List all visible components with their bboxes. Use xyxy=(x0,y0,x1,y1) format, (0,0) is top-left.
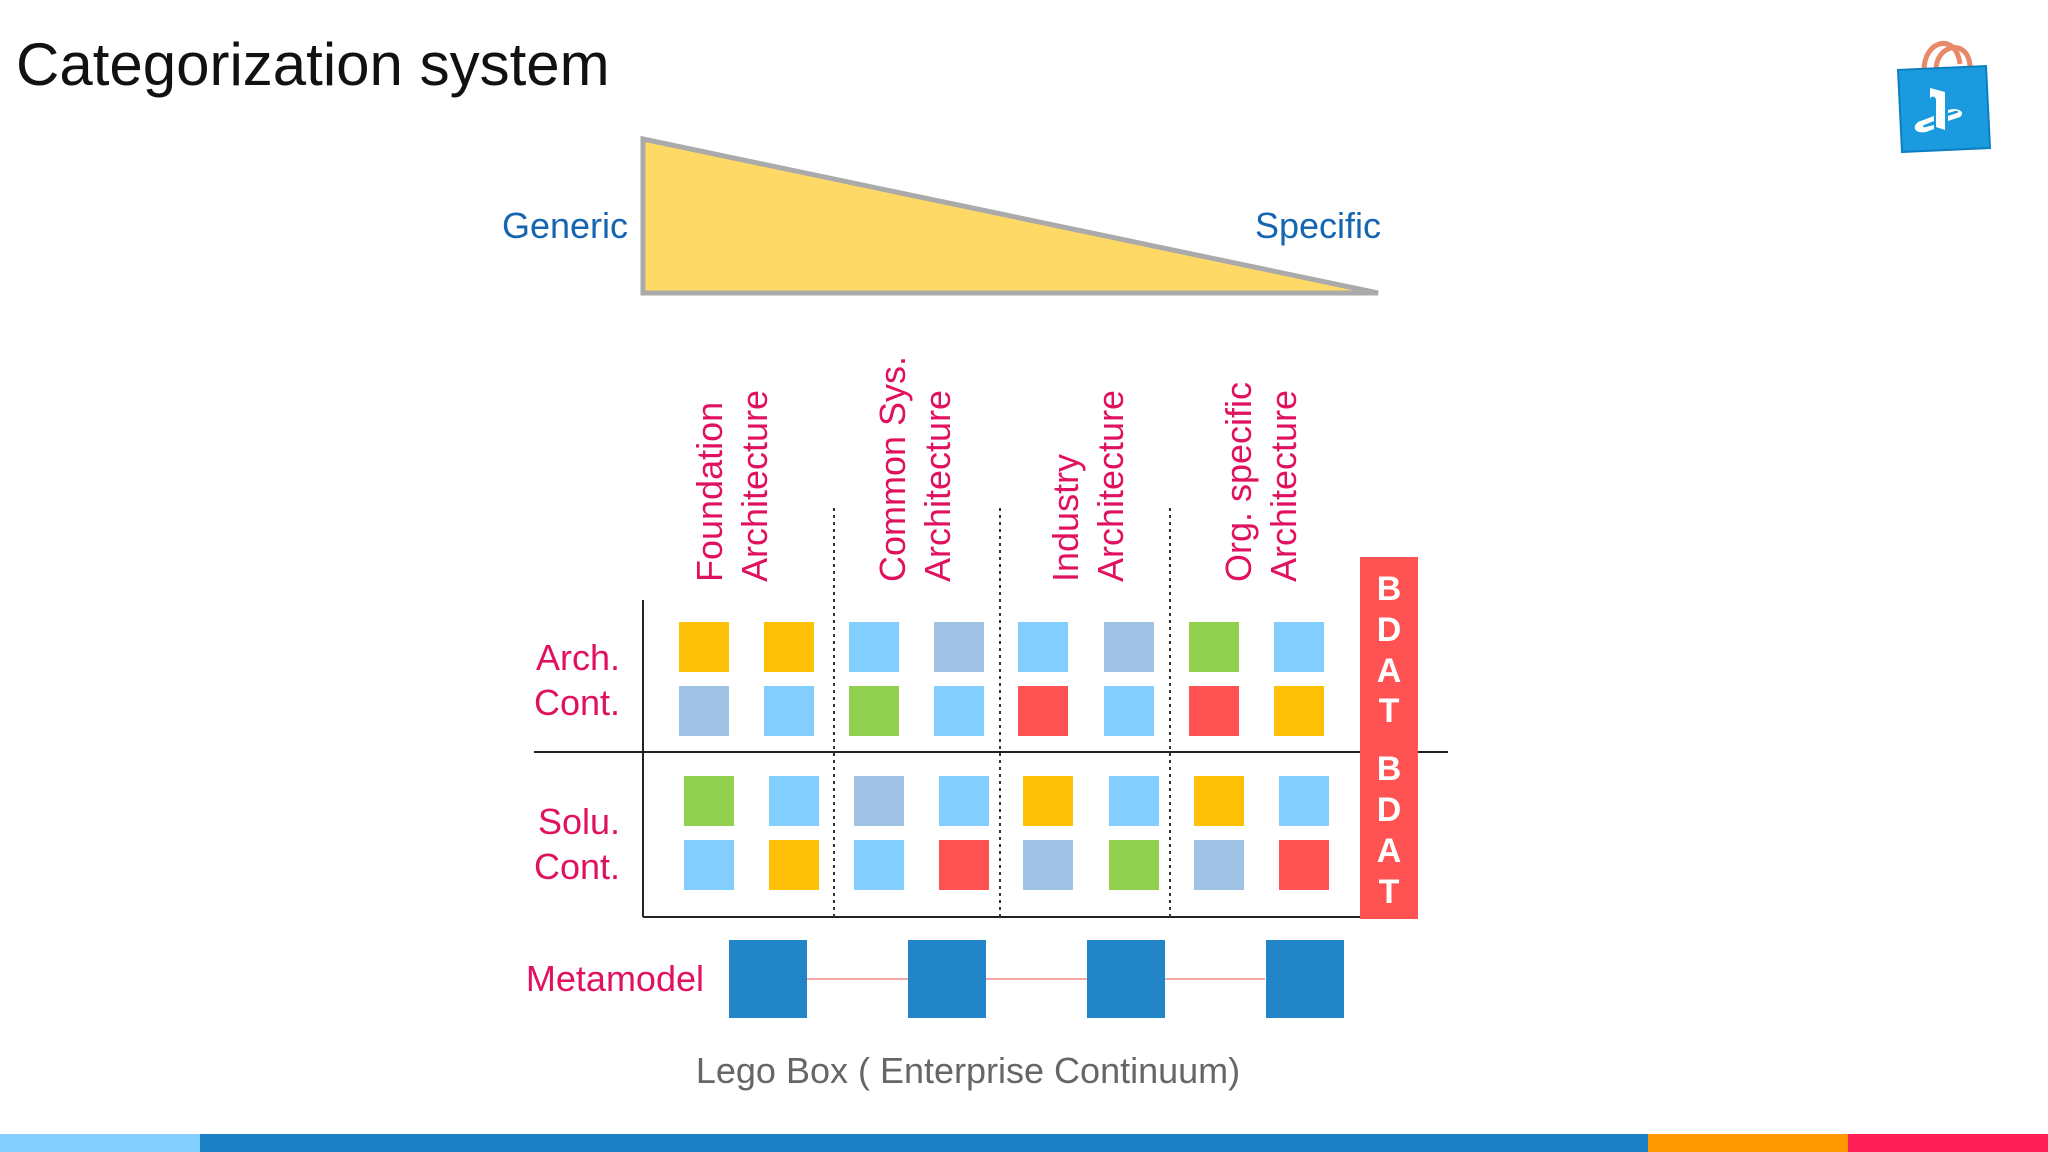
row-header-line2: Cont. xyxy=(534,682,620,723)
building-block xyxy=(854,776,904,826)
building-block xyxy=(849,686,899,736)
metamodel-label: Metamodel xyxy=(526,958,704,999)
building-block xyxy=(1194,776,1244,826)
building-block xyxy=(764,686,814,736)
metamodel-block xyxy=(729,940,807,1018)
building-block xyxy=(1018,686,1068,736)
column-header-line1: Industry xyxy=(1045,454,1086,582)
building-block xyxy=(1194,840,1244,890)
column-header-line2: Architecture xyxy=(917,390,958,582)
bottom-bar-segment xyxy=(0,1134,200,1152)
building-block xyxy=(939,776,989,826)
bdat-letter: D xyxy=(1377,791,1402,829)
generic-specific-triangle xyxy=(640,135,1379,296)
building-block-grid xyxy=(679,622,1329,890)
bottom-bar-segment xyxy=(200,1134,1648,1152)
bottom-color-bar xyxy=(0,1134,2048,1152)
bdat-letter: T xyxy=(1379,873,1400,911)
building-block xyxy=(684,840,734,890)
building-block xyxy=(769,840,819,890)
building-block xyxy=(849,622,899,672)
metamodel-block xyxy=(1266,940,1344,1018)
building-block xyxy=(679,686,729,736)
column-header-line1: Common Sys. xyxy=(872,356,913,582)
building-block xyxy=(1274,686,1324,736)
metamodel-block xyxy=(908,940,986,1018)
building-block xyxy=(1018,622,1068,672)
metamodel-blocks xyxy=(729,940,1344,1018)
building-block xyxy=(1104,686,1154,736)
bdat-letter: B xyxy=(1377,570,1402,608)
column-header-line1: Foundation xyxy=(689,402,730,582)
building-block xyxy=(764,622,814,672)
building-block xyxy=(1023,776,1073,826)
bdat-letter: D xyxy=(1377,611,1402,649)
building-block xyxy=(1109,776,1159,826)
building-block xyxy=(1189,622,1239,672)
generic-label: Generic xyxy=(502,205,628,246)
bottom-bar-segment xyxy=(1648,1134,1848,1152)
metamodel-block xyxy=(1087,940,1165,1018)
building-block xyxy=(684,776,734,826)
building-block xyxy=(1104,622,1154,672)
caption: Lego Box ( Enterprise Continuum) xyxy=(696,1050,1240,1091)
row-header-line2: Cont. xyxy=(534,846,620,887)
building-block xyxy=(934,622,984,672)
building-block xyxy=(679,622,729,672)
slide-title: Categorization system xyxy=(16,31,610,98)
building-block xyxy=(1023,840,1073,890)
bdat-bar xyxy=(1360,557,1418,919)
bottom-bar-segment xyxy=(1848,1134,2048,1152)
row-headers: Arch. Cont. Solu. Cont. xyxy=(534,637,620,887)
bdat-letter: T xyxy=(1379,692,1400,730)
column-header-line2: Architecture xyxy=(734,390,775,582)
bdat-letter: A xyxy=(1377,652,1402,690)
specific-label: Specific xyxy=(1255,205,1381,246)
row-header-line1: Arch. xyxy=(536,637,620,678)
column-headers: Foundation Architecture Common Sys. Arch… xyxy=(689,356,1304,582)
bdat-letter: A xyxy=(1377,832,1402,870)
building-block xyxy=(854,840,904,890)
bdat-letters: B D A T B D A T xyxy=(1377,570,1402,911)
building-block xyxy=(1279,840,1329,890)
building-block xyxy=(1279,776,1329,826)
building-block xyxy=(934,686,984,736)
building-block xyxy=(1189,686,1239,736)
building-block xyxy=(1109,840,1159,890)
bdat-letter: B xyxy=(1377,750,1402,788)
row-header-line1: Solu. xyxy=(538,801,620,842)
building-block xyxy=(939,840,989,890)
column-header-line2: Architecture xyxy=(1090,390,1131,582)
column-header-line1: Org. specific xyxy=(1218,382,1259,582)
building-block xyxy=(769,776,819,826)
building-block xyxy=(1274,622,1324,672)
column-header-line2: Architecture xyxy=(1263,390,1304,582)
playstation-store-logo xyxy=(1896,41,1992,154)
